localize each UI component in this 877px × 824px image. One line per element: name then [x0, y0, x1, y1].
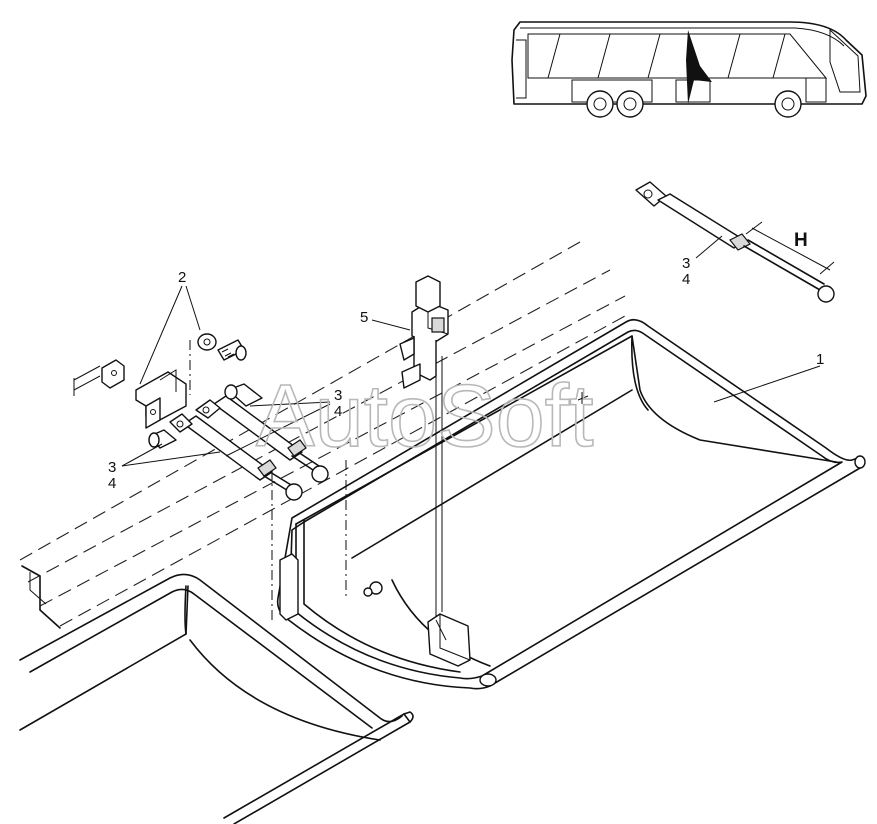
arrow-up-icon [686, 30, 712, 104]
gas-strut-left [169, 413, 303, 501]
label-part-3-right: 3 [682, 255, 690, 272]
bus-locator-icon [511, 21, 867, 118]
label-part-4-center: 4 [334, 403, 342, 420]
lock-assembly [399, 275, 589, 616]
ball-stud-center [224, 383, 263, 407]
hinge-bracket [73, 359, 187, 429]
body-outline-dashed [19, 241, 626, 627]
label-part-3-left: 3 [108, 459, 116, 476]
part-labels: 2 1 3 4 H 5 3 4 3 4 [108, 230, 824, 492]
luggage-tray-main [276, 318, 866, 690]
label-dimension-h: H [794, 230, 808, 251]
gas-strut-right [635, 181, 835, 303]
label-part-4-right: 4 [682, 271, 690, 288]
leader-lines [121, 235, 821, 467]
label-part-4-left: 4 [108, 475, 116, 492]
gas-strut-center [195, 395, 329, 483]
luggage-tray-left [19, 573, 414, 824]
washer-bolt [197, 333, 247, 361]
watermark: AutoSoft [256, 366, 594, 465]
label-part-5: 5 [360, 309, 368, 326]
label-part-1: 1 [816, 351, 824, 368]
retaining-knob [363, 581, 383, 597]
label-part-2: 2 [178, 269, 186, 286]
rail-stub-left [21, 565, 61, 629]
label-part-3-center: 3 [334, 387, 342, 404]
ball-stud-left [148, 429, 177, 449]
